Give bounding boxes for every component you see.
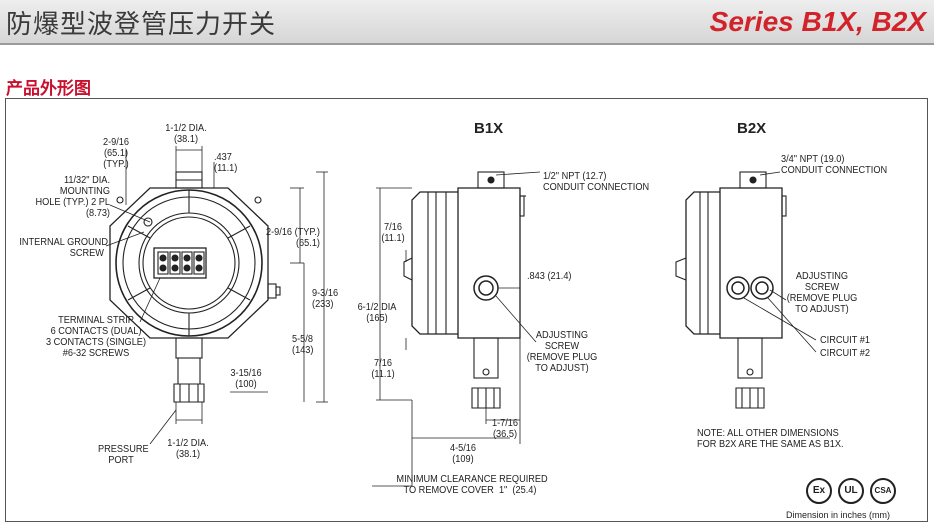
label-right-typ-dim: 2-9/16 (TYP.) (65.1): [265, 227, 320, 249]
label-dim-558: 5-5/8 (143): [292, 334, 314, 356]
page-title: 防爆型波登管压力开关: [6, 10, 277, 40]
label-b1x-843: .843 (21.4): [527, 271, 572, 282]
label-b1x-7-16-bottom: 7/16 (11.1): [371, 358, 395, 380]
label-dia-bottom: 1-1/2 DIA. (38.1): [167, 438, 209, 460]
label-b1x-4-5-16: 4-5/16 (109): [449, 443, 477, 465]
b2x-leaders: [743, 171, 817, 353]
page-header: 防爆型波登管压力开关 Series B1X, B2X: [0, 0, 934, 45]
label-b1x-1-7-16: 1-7/16 (36.5): [491, 418, 519, 440]
label-b1x-conduit: 1/2" NPT (12.7) CONDUIT CONNECTION: [543, 171, 650, 193]
series-title: Series B1X, B2X: [709, 6, 926, 37]
section-title: 产品外形图: [6, 79, 91, 99]
label-internal-ground: INTERNAL GROUND SCREW: [19, 237, 108, 259]
label-dim-3-15-16: 3-15/16 (100): [230, 368, 262, 390]
drawing-frame: [5, 98, 928, 522]
units-note: Dimension in inches (mm): [786, 510, 891, 520]
label-b1x-adjusting-screw: ADJUSTING SCREW (REMOVE PLUG TO ADJUST): [526, 330, 598, 374]
b2x-side-view: [675, 171, 787, 409]
label-left-top-dim: 2-9/16 (65.1) (TYP.): [102, 137, 130, 170]
label-mounting-hole: 11/32" DIA. MOUNTING HOLE (TYP.) 2 PL (8…: [35, 175, 110, 219]
b1x-view-title: B1X: [474, 120, 504, 137]
label-b2x-conduit: 3/4" NPT (19.0) CONDUIT CONNECTION: [781, 154, 888, 176]
label-dim-437: .437 (11.1): [214, 152, 238, 174]
label-b1x-clearance: MINIMUM CLEARANCE REQUIRED TO REMOVE COV…: [396, 474, 548, 496]
label-b2x-adjusting-screw: ADJUSTING SCREW (REMOVE PLUG TO ADJUST): [786, 271, 858, 315]
label-b2x-note: NOTE: ALL OTHER DIMENSIONS FOR B2X ARE T…: [697, 428, 844, 450]
label-dia-top: 1-1/2 DIA. (38.1): [165, 123, 207, 145]
label-height-dim: 9-3/16 (233): [312, 288, 339, 310]
b1x-dimensions: [372, 171, 541, 487]
ex-certification-icon: Ex: [806, 478, 832, 504]
b2x-view-title: B2X: [737, 120, 767, 137]
label-terminal-strip: TERMINAL STRIP 6 CONTACTS (DUAL) 3 CONTA…: [45, 315, 147, 359]
label-b1x-6-1-2-dia: 6-1/2 DIA (165): [357, 302, 397, 324]
ul-certification-icon: UL: [838, 478, 864, 504]
label-b1x-7-16-top: 7/16 (11.1): [381, 222, 405, 244]
b1x-side-view: [403, 171, 526, 409]
label-pressure-port: PRESSURE PORT: [98, 444, 149, 466]
label-b2x-circuit2: CIRCUIT #2: [820, 348, 870, 359]
front-view-housing: [109, 171, 281, 403]
label-b2x-circuit1: CIRCUIT #1: [820, 335, 870, 346]
csa-certification-icon: CSA: [870, 478, 896, 504]
front-view-dimensions: [105, 146, 328, 445]
